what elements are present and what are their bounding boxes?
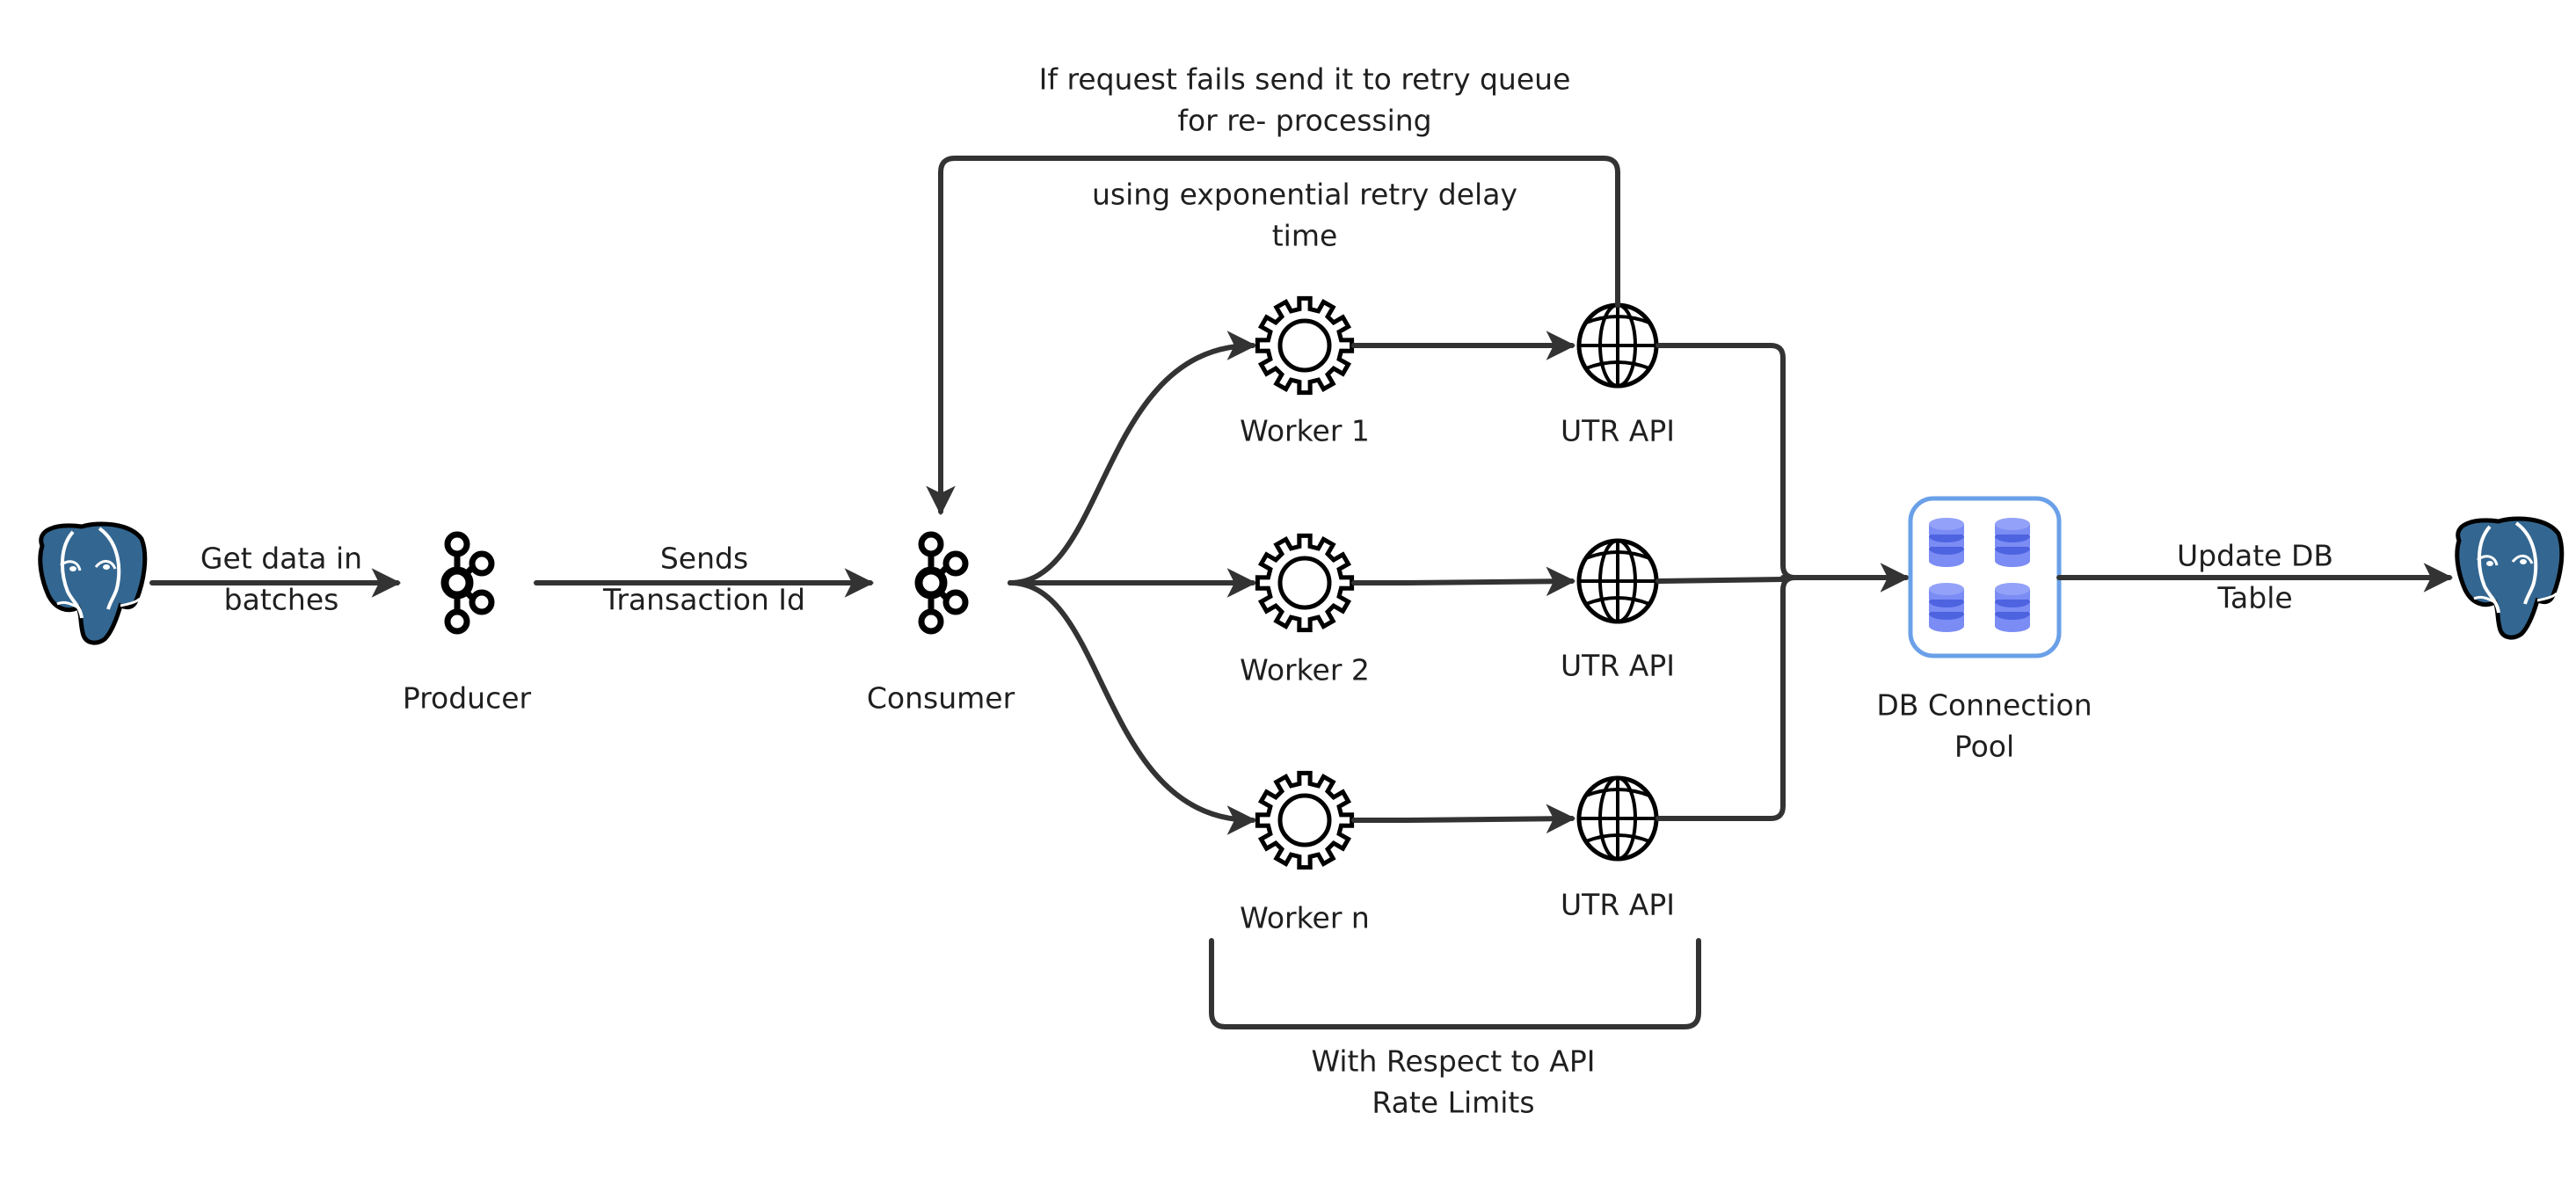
worker-1-label: Worker 1 bbox=[1240, 414, 1370, 448]
utr-api-3-globe-icon bbox=[1579, 778, 1656, 859]
utr-api-2-globe-icon bbox=[1579, 541, 1656, 622]
edge-label-get-data-line2: batches bbox=[224, 583, 339, 617]
retry-label-line2: for re- processing bbox=[1177, 104, 1431, 138]
target-postgresql-elephant-icon bbox=[2457, 519, 2562, 637]
worker-2-label: Worker 2 bbox=[1240, 653, 1370, 687]
producer-label: Producer bbox=[403, 681, 532, 716]
edge-consumer-to-worker-1 bbox=[1008, 331, 1257, 585]
edge-label-get-data-line1: Get data in bbox=[200, 542, 362, 576]
retry-delay-label-line1: using exponential retry delay bbox=[1092, 178, 1517, 212]
utr-api-3-label: UTR API bbox=[1561, 888, 1675, 922]
worker-n-gear-icon bbox=[1257, 773, 1351, 867]
edge-api-3-to-pool bbox=[1655, 575, 1798, 821]
retry-label-line1: If request fails send it to retry queue bbox=[1039, 62, 1571, 97]
database-icon bbox=[1929, 583, 1964, 632]
rate-limit-label-line2: Rate Limits bbox=[1372, 1086, 1534, 1120]
edge-consumer-to-worker-n bbox=[1008, 580, 1257, 835]
rate-limit-label-line1: With Respect to API bbox=[1311, 1044, 1595, 1079]
utr-api-1-globe-icon bbox=[1579, 305, 1656, 386]
edge-label-sends-line1: Sends bbox=[660, 542, 748, 576]
worker-2-gear-icon bbox=[1257, 535, 1351, 629]
edge-retry-loop bbox=[926, 156, 1620, 516]
worker-n-label: Worker n bbox=[1240, 901, 1370, 935]
retry-delay-label-line2: time bbox=[1272, 219, 1338, 253]
edge-api-2-to-pool bbox=[1655, 577, 1786, 584]
rate-limit-bracket bbox=[1209, 938, 1701, 1029]
edge-label-update-line1: Update DB bbox=[2177, 539, 2333, 573]
edge-label-update-line2: Table bbox=[2216, 581, 2292, 615]
utr-api-2-label: UTR API bbox=[1561, 649, 1675, 683]
database-icon bbox=[1995, 518, 2030, 567]
producer-kafka-icon bbox=[445, 535, 491, 631]
edge-label-sends-line2: Transaction Id bbox=[602, 583, 805, 617]
database-icon bbox=[1929, 518, 1964, 567]
edge-api-1-to-pool bbox=[1655, 343, 1798, 580]
edge-worker-n-to-api bbox=[1351, 804, 1576, 834]
db-pool-label-line1: DB Connection bbox=[1876, 688, 2092, 723]
database-icon bbox=[1995, 583, 2030, 632]
consumer-label: Consumer bbox=[867, 681, 1015, 716]
consumer-kafka-icon bbox=[919, 535, 965, 631]
utr-api-1-label: UTR API bbox=[1561, 414, 1675, 448]
worker-1-gear-icon bbox=[1257, 298, 1351, 392]
edge-worker-2-to-api bbox=[1351, 566, 1576, 597]
source-postgresql-elephant-icon bbox=[40, 524, 145, 643]
db-pool-label-line2: Pool bbox=[1954, 730, 2014, 764]
